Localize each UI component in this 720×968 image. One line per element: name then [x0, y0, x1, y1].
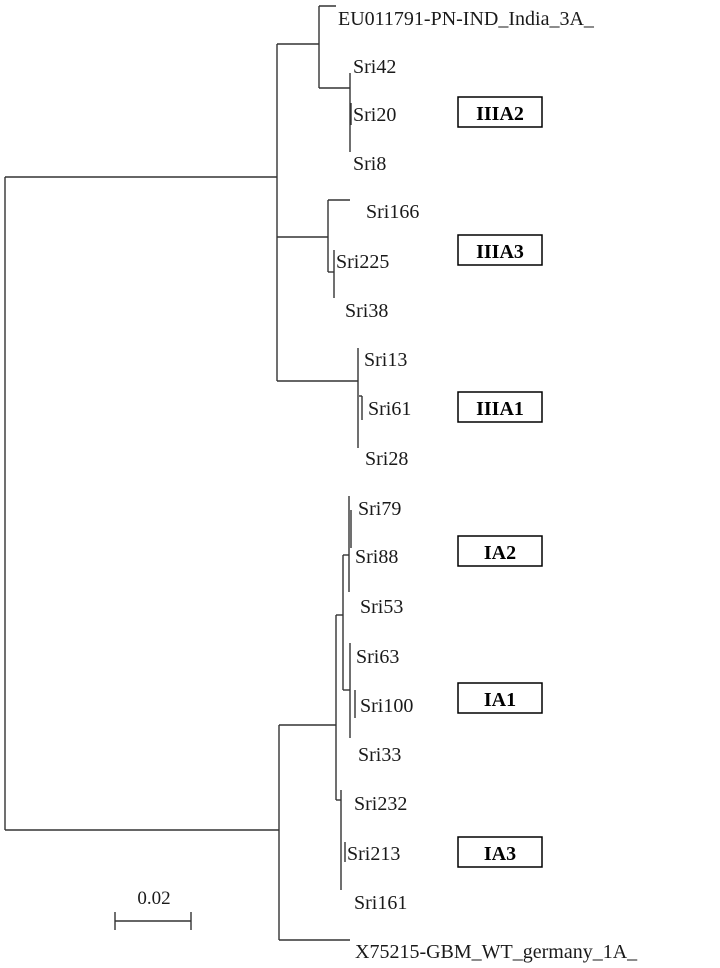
scale-bar-label: 0.02: [137, 888, 170, 909]
clade-box-ia3: IA3: [457, 836, 543, 868]
clade-box-iiia1: IIIA1: [457, 391, 543, 423]
leaf-sri232: Sri232: [354, 793, 407, 815]
leaf-x75215: X75215-GBM_WT_germany_1A_: [355, 941, 638, 963]
leaf-sri28: Sri28: [365, 448, 408, 470]
leaf-labels: EU011791-PN-IND_India_3A_ Sri42 Sri20 Sr…: [336, 8, 638, 963]
clade-label-ia3: IA3: [484, 843, 516, 865]
leaf-sri100: Sri100: [360, 695, 413, 717]
leaf-sri8: Sri8: [353, 153, 386, 175]
clade-box-iiia3: IIIA3: [457, 234, 543, 266]
leaf-sri20: Sri20: [353, 104, 396, 126]
leaf-sri61: Sri61: [368, 398, 411, 420]
tree-branches: [4, 5, 363, 941]
clade-label-ia2: IA2: [484, 542, 516, 564]
leaf-sri33: Sri33: [358, 744, 401, 766]
clade-label-ia1: IA1: [484, 689, 516, 711]
scale-bar: 0.02: [114, 888, 192, 930]
clade-box-ia2: IA2: [457, 535, 543, 567]
leaf-sri42: Sri42: [353, 56, 396, 78]
leaf-sri53: Sri53: [360, 596, 403, 618]
clade-label-iiia3: IIIA3: [476, 241, 524, 263]
leaf-sri79: Sri79: [358, 498, 401, 520]
leaf-sri161: Sri161: [354, 892, 407, 914]
leaf-sri13: Sri13: [364, 349, 407, 371]
leaf-sri63: Sri63: [356, 646, 399, 668]
clade-box-ia1: IA1: [457, 682, 543, 714]
clade-label-iiia2: IIIA2: [476, 103, 524, 125]
clade-box-iiia2: IIIA2: [457, 96, 543, 128]
clade-label-iiia1: IIIA1: [476, 398, 524, 420]
leaf-eu011791: EU011791-PN-IND_India_3A_: [338, 8, 595, 30]
leaf-sri88: Sri88: [355, 546, 398, 568]
leaf-sri38: Sri38: [345, 300, 388, 322]
leaf-sri225: Sri225: [336, 251, 389, 273]
leaf-sri213: Sri213: [347, 843, 400, 865]
leaf-sri166: Sri166: [366, 201, 419, 223]
clade-labels: IIIA2 IIIA3 IIIA1 IA2 IA1 IA3: [457, 96, 543, 868]
